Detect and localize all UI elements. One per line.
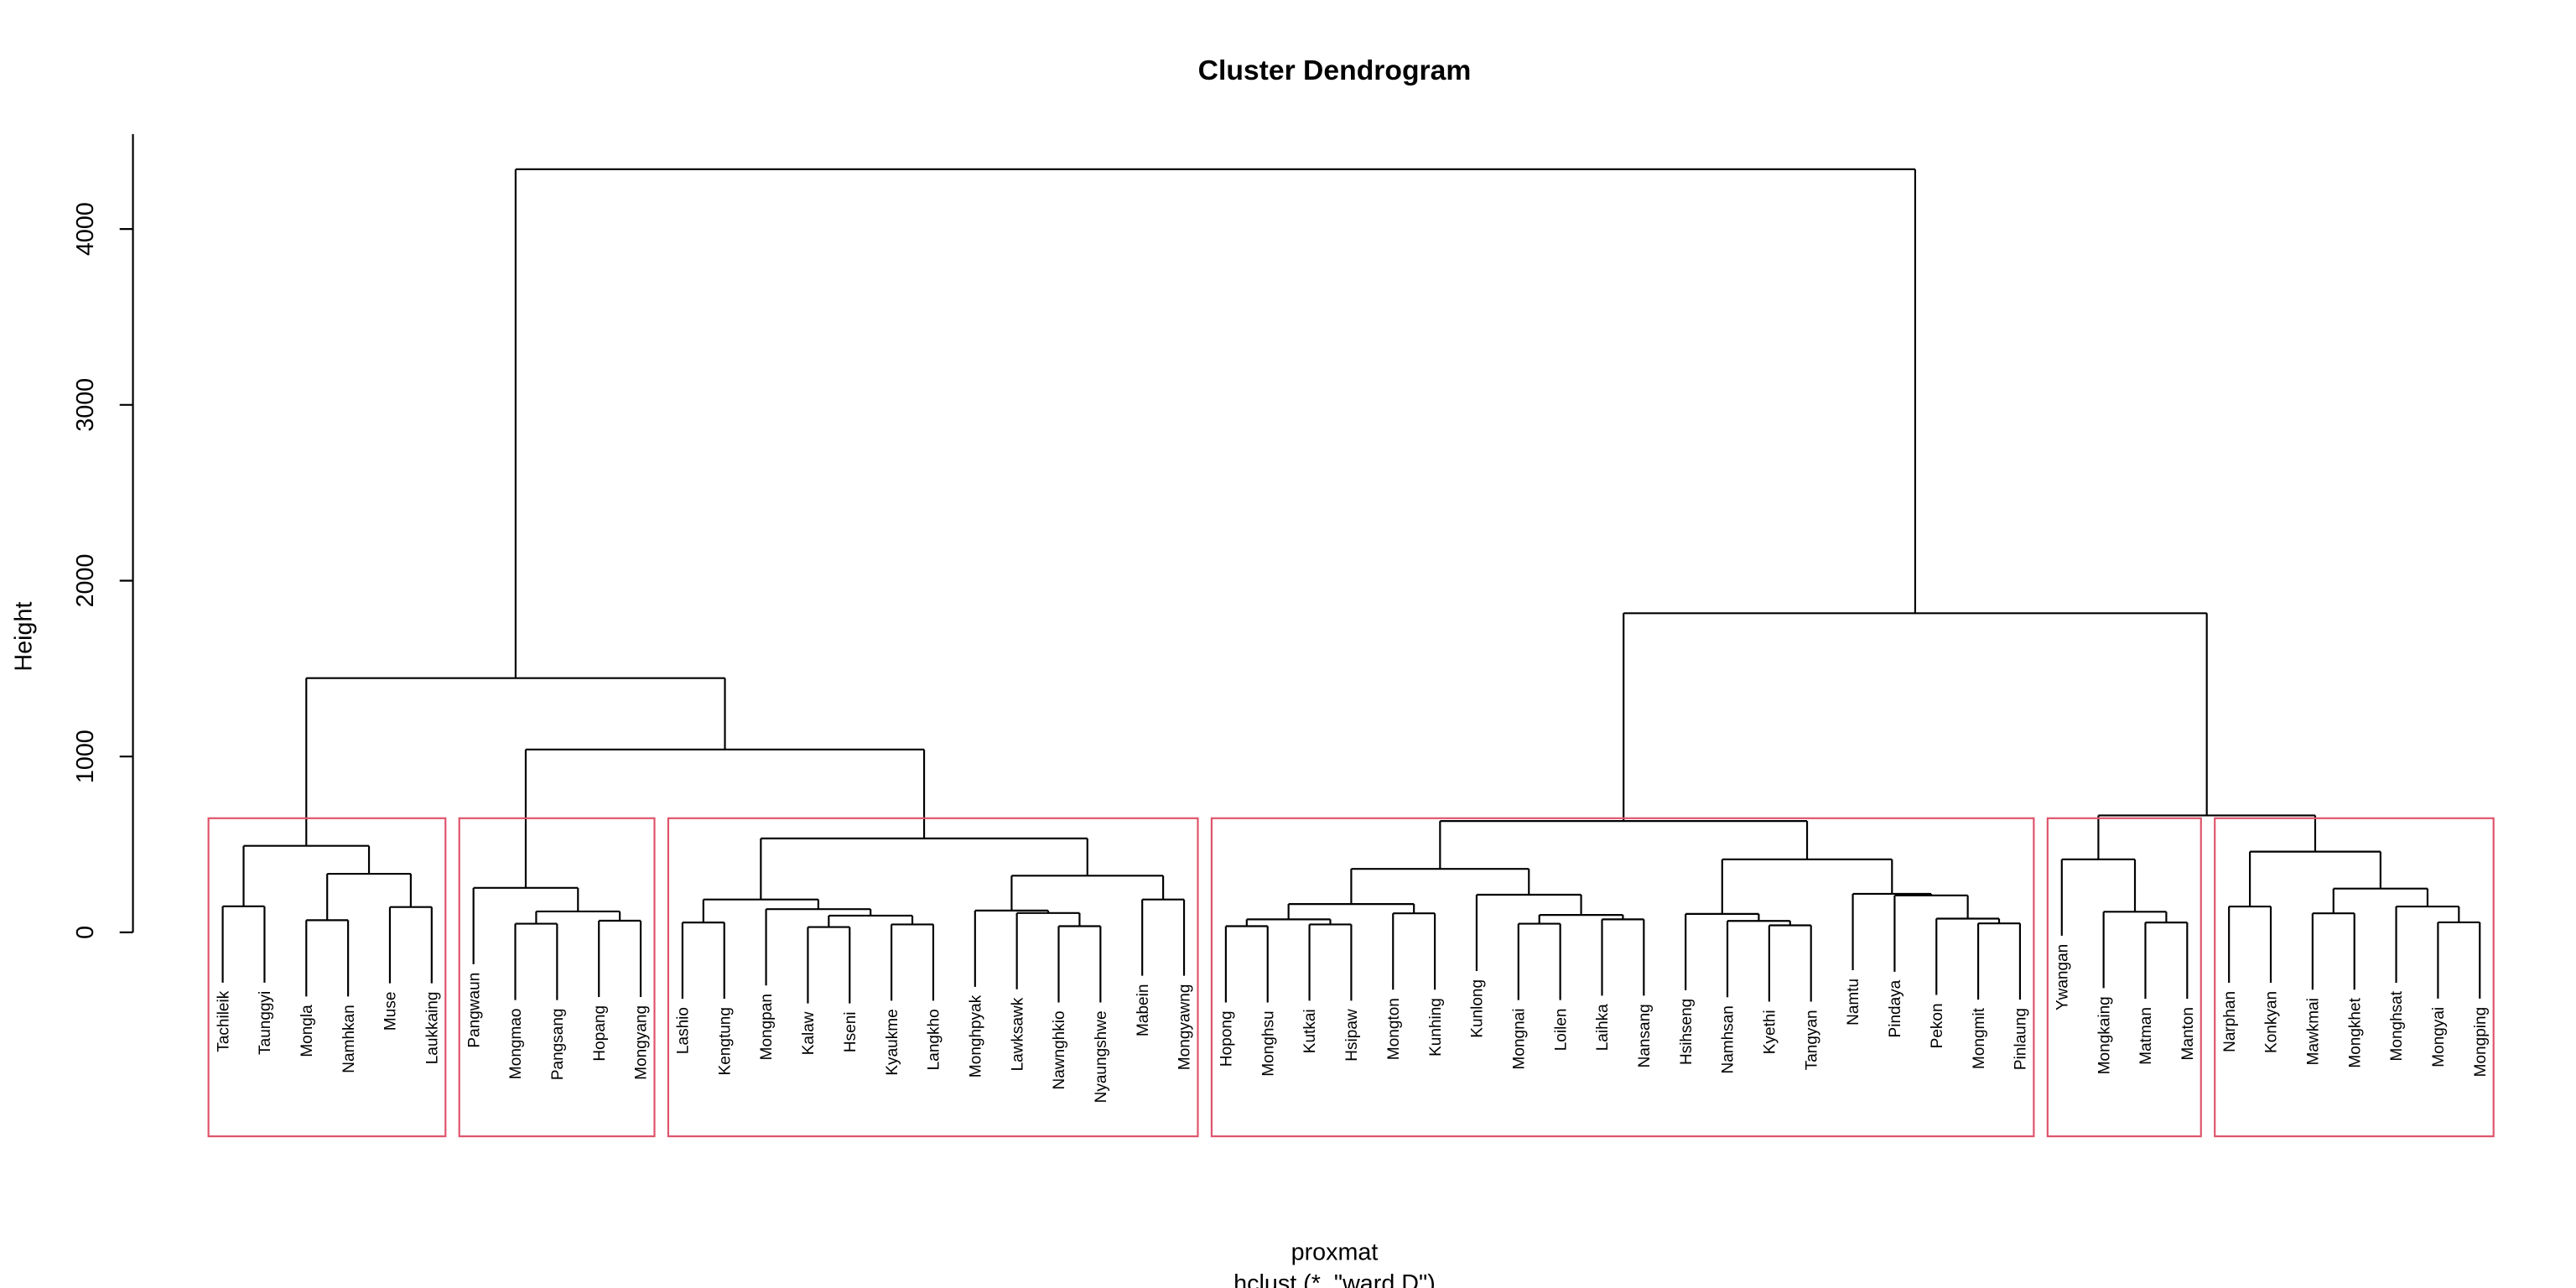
leaf-label: Mongnai (1510, 1009, 1528, 1070)
leaf-label: Pangwaun (465, 973, 483, 1048)
y-tick-label: 0 (72, 926, 99, 939)
leaf-label: Matman (2137, 1007, 2155, 1065)
leaf-label: Konkyan (2263, 991, 2281, 1053)
leaf-label: Nansang (1636, 1004, 1654, 1067)
leaf-label: Laukkaing (423, 992, 441, 1065)
y-tick-label: 4000 (72, 202, 99, 256)
leaf-label: Kunhing (1427, 998, 1445, 1057)
leaf-label: Lashio (675, 1007, 693, 1054)
y-tick-label: 1000 (72, 730, 99, 783)
leaf-label: Mongping (2472, 1007, 2490, 1078)
y-axis-label: Height (11, 602, 38, 672)
leaf-label: Hopong (1218, 1010, 1236, 1067)
leaf-label: Tachileik (215, 990, 232, 1052)
leaf-label: Kengtung (716, 1007, 734, 1075)
leaf-label: Pindaya (1887, 979, 1904, 1037)
leaf-label: Taunggyi (257, 991, 274, 1055)
dendrogram-tree (221, 168, 2481, 1004)
leaf-labels: Tachileik Taunggyi Mongla Namhkan Muse Laukka… (215, 944, 2490, 1104)
leaf-label: Ywangan (2054, 944, 2071, 1010)
leaf-label: Namhkan (340, 1005, 358, 1072)
leaf-label: Hsihseng (1678, 999, 1696, 1065)
leaf-label: Langkho (926, 1009, 943, 1070)
leaf-label: Mongkhet (2346, 997, 2364, 1067)
leaf-label: Mongkaing (2096, 996, 2113, 1074)
leaf-label: Monghsu (1259, 1010, 1277, 1076)
cluster-rect (667, 817, 1199, 1138)
cluster-rect (207, 817, 447, 1138)
leaf-label: Mongyawng (1176, 984, 1194, 1071)
subtitle: hclust (*, "ward.D") (1233, 1270, 1436, 1288)
leaf-label: Mongpan (758, 994, 776, 1060)
leaf-label: Namhsan (1720, 1005, 1737, 1073)
y-tick-label: 3000 (72, 378, 99, 432)
cluster-rectangles (207, 817, 2495, 1138)
leaf-label: Kalaw (800, 1011, 818, 1055)
leaf-label: Loilen (1552, 1009, 1570, 1052)
leaf-label: Nyaungshwe (1093, 1010, 1110, 1103)
leaf-label: Monghsat (2388, 990, 2406, 1061)
leaf-label: Hseni (842, 1011, 860, 1052)
leaf-label: Kyethi (1762, 1010, 1779, 1054)
chart-title: Cluster Dendrogram (1198, 55, 1472, 86)
cluster-rect (458, 817, 656, 1138)
leaf-label: Mongmao (507, 1009, 525, 1080)
leaf-label: Mongton (1385, 998, 1403, 1060)
leaf-label: Kutkai (1301, 1009, 1319, 1053)
leaf-label: Monghpyak (967, 995, 984, 1078)
leaf-label: Lawksawk (1009, 997, 1026, 1071)
leaf-label: Mawkmai (2305, 998, 2323, 1065)
leaf-label: Nawnghkio (1051, 1010, 1068, 1089)
leaf-label: Hopang (591, 1005, 609, 1062)
cluster-rect (2214, 817, 2495, 1138)
leaf-label: Laihka (1594, 1004, 1612, 1051)
leaf-label: Muse (382, 992, 400, 1031)
x-axis-label: proxmat (1291, 1239, 1379, 1265)
leaf-label: Tangyan (1803, 1010, 1820, 1070)
leaf-label: Mongyai (2430, 1007, 2448, 1067)
leaf-label: Kyaukme (884, 1009, 901, 1075)
leaf-label: Mongyang (633, 1005, 651, 1080)
leaf-label: Pinlaung (2012, 1008, 2030, 1070)
cluster-rect (2046, 817, 2202, 1138)
leaf-label: Hsipaw (1343, 1009, 1361, 1062)
y-tick-label: 2000 (72, 554, 99, 608)
leaf-label: Pangsang (549, 1009, 567, 1081)
leaf-label: Pekon (1929, 1003, 1946, 1048)
y-axis: 0 1000 2000 3000 4000 (72, 133, 134, 939)
leaf-label: Mongmit (1971, 1007, 1988, 1069)
leaf-label: Narphan (2221, 991, 2239, 1052)
leaf-label: Mongla (299, 1005, 316, 1057)
leaf-label: Namtu (1845, 979, 1862, 1026)
leaf-label: Mabein (1135, 984, 1152, 1036)
leaf-label: Kunlong (1469, 979, 1487, 1038)
leaf-label: Manton (2179, 1007, 2197, 1060)
cluster-rect (1210, 817, 2035, 1138)
